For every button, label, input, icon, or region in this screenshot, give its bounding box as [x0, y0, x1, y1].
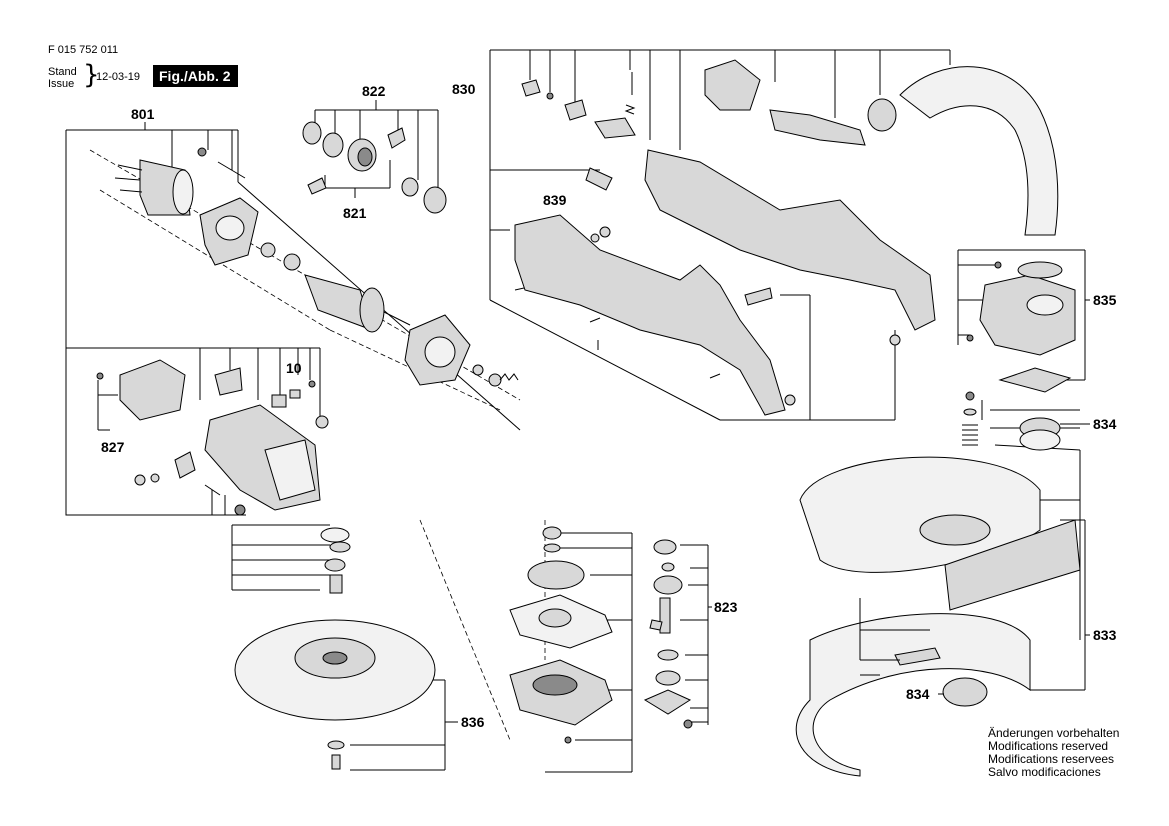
callout-835: 835: [1093, 292, 1117, 308]
backing-pad-part: [234, 527, 436, 770]
figure-label: Fig./Abb. 2: [153, 65, 238, 87]
callout-10: 10: [286, 360, 302, 376]
callout-839: 839: [543, 192, 567, 208]
group-827-lines: [97, 348, 321, 515]
callout-834-lower: 834: [906, 686, 930, 702]
brace-glyph: }: [83, 60, 100, 90]
notice-line-fr: Modifications reservees: [988, 752, 1115, 766]
bearing-plate-part: [404, 314, 471, 386]
document-code: F 015 752 011: [48, 44, 119, 56]
callout-827: 827: [101, 439, 125, 455]
callout-821: 821: [343, 205, 367, 221]
armature-part: [304, 274, 411, 333]
callout-833: 833: [1093, 627, 1117, 643]
group-835-lines: [957, 249, 1090, 381]
notice-line-en: Modifications reserved: [988, 739, 1109, 753]
small-housing-parts-830: [521, 72, 636, 243]
notice-line-de: Änderungen vorbehalten: [988, 726, 1120, 740]
screw-part: [197, 147, 246, 179]
callout-830: 830: [452, 81, 476, 97]
notice-line-es: Salvo modificaciones: [988, 765, 1101, 779]
stand-issue-label: Stand Issue: [48, 66, 77, 90]
group-822-lines: [314, 100, 439, 198]
group-833-lines: [859, 519, 1090, 695]
group-801-frame: [65, 122, 521, 516]
washer-spring-part: [472, 364, 519, 387]
issue-label: Issue: [48, 78, 75, 90]
spring-ring-parts: [962, 391, 1061, 451]
callout-823: 823: [714, 599, 738, 615]
gearbox-parts-823: [509, 526, 693, 744]
modifications-notice: Änderungen vorbehalten Modifications res…: [988, 727, 1119, 779]
callout-834-upper: 834: [1093, 416, 1117, 432]
group-830-frame: [489, 49, 951, 421]
housing-shell-upper: [644, 149, 936, 331]
stator-part: [114, 159, 194, 216]
wheel-guard-part: [795, 456, 1081, 777]
callout-822: 822: [362, 83, 386, 99]
extraction-hood-part: [966, 261, 1076, 393]
gear-housing-parts-827: [96, 359, 329, 516]
callout-801: 801: [131, 106, 155, 122]
gear-bearing-parts-822: [302, 121, 447, 214]
bearing-flange-part: [199, 197, 259, 266]
stand-label: Stand: [48, 66, 77, 78]
bearing-part: [260, 242, 301, 271]
handle-parts: [514, 59, 1059, 406]
issue-date: 12-03-19: [96, 71, 141, 83]
housing-shell-lower: [514, 214, 786, 416]
callout-836: 836: [461, 714, 485, 730]
